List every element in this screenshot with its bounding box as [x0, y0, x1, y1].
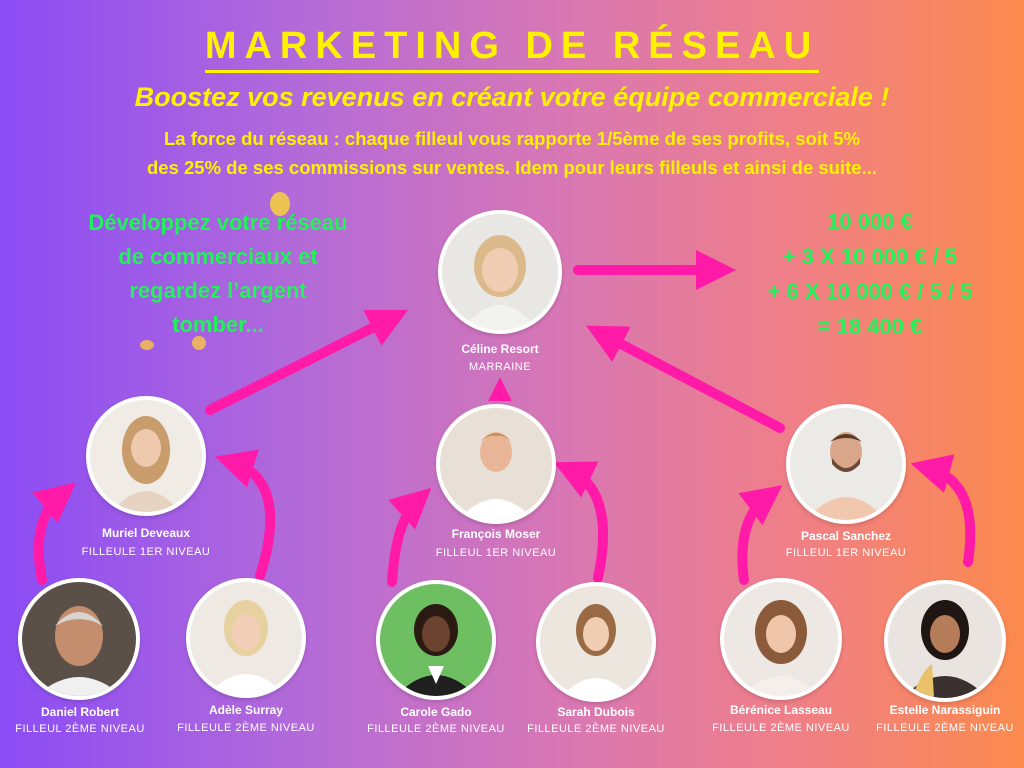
name-carole: Carole Gado: [400, 705, 472, 719]
avatar-francois: [436, 404, 556, 524]
person-icon: [458, 432, 534, 520]
earnings-calculation: 10 000 € + 3 X 10 000 € / 5 + 6 X 10 000…: [740, 204, 1000, 344]
calc-line-3: + 6 X 10 000 € / 5 / 5: [767, 279, 973, 304]
calc-line-2: + 3 X 10 000 € / 5: [782, 244, 958, 269]
role-carole: FILLEULE 2ÈME NIVEAU: [367, 723, 505, 735]
role-sarah: FILLEULE 2ÈME NIVEAU: [527, 723, 665, 735]
curve-arrow-sarah: [553, 461, 608, 583]
arrow-down-left: [586, 325, 785, 433]
curve-arrow-berenice: [737, 485, 783, 585]
role-muriel: FILLEULE 1ER NIVEAU: [81, 546, 211, 558]
person-icon: [112, 416, 180, 512]
role-daniel: FILLEUL 2ÈME NIVEAU: [15, 723, 145, 735]
calc-line-4: = 18 400 €: [817, 314, 923, 339]
person-icon: [902, 600, 988, 698]
description-line-2: des 25% de ses commissions sur ventes. I…: [147, 157, 877, 178]
subtitle: Boostez vos revenus en créant votre équi…: [134, 82, 890, 112]
name-muriel: Muriel Deveaux: [101, 526, 191, 540]
coin-icon: [270, 192, 290, 216]
avatar-pascal: [786, 404, 906, 524]
avatar-carole: [376, 580, 496, 700]
name-pascal: Pascal Sanchez: [800, 529, 892, 543]
description: La force du réseau : chaque filleul vous…: [40, 124, 984, 182]
coin-icon: [140, 340, 154, 350]
person-icon: [742, 600, 820, 696]
name-celine: Céline Resort: [461, 342, 539, 356]
role-adele: FILLEULE 2ÈME NIVEAU: [177, 722, 315, 734]
person-icon: [208, 600, 284, 694]
coin-icon: [192, 336, 206, 350]
promo-line-1: Développez votre réseau: [88, 210, 348, 235]
role-pascal: FILLEUL 1ER NIVEAU: [785, 547, 907, 559]
arrow-up-right: [205, 309, 409, 415]
promo-line-3: regardez l’argent: [129, 278, 307, 303]
calc-line-1: 10 000 €: [827, 209, 913, 234]
name-francois: François Moser: [451, 527, 541, 541]
curve-arrow-estelle: [910, 454, 976, 567]
avatar-muriel: [86, 396, 206, 516]
role-celine: MARRAINE: [468, 361, 532, 373]
avatar-adele: [186, 578, 306, 698]
name-adele: Adèle Surray: [208, 703, 284, 717]
role-francois: FILLEUL 1ER NIVEAU: [435, 547, 557, 559]
avatar-sarah: [536, 582, 656, 702]
promo-line-4: tomber...: [172, 312, 264, 337]
promo-text: Développez votre réseau de commerciaux e…: [48, 206, 388, 342]
person-icon: [462, 235, 538, 330]
person-icon: [36, 606, 122, 696]
role-estelle: FILLEULE 2ÈME NIVEAU: [876, 722, 1014, 734]
title-text: MARKETING DE RÉSEAU: [204, 24, 820, 73]
role-berenice: FILLEULE 2ÈME NIVEAU: [712, 722, 850, 734]
person-icon: [806, 432, 886, 520]
avatar-berenice: [720, 578, 842, 700]
avatar-celine: [438, 210, 562, 334]
name-daniel: Daniel Robert: [40, 705, 119, 719]
page-title: MARKETING DE RÉSEAU: [0, 24, 1024, 73]
description-line-1: La force du réseau : chaque filleul vous…: [163, 128, 861, 149]
name-estelle: Estelle Narassiguin: [889, 703, 1001, 717]
name-sarah: Sarah Dubois: [557, 705, 635, 719]
curve-arrow-carole: [387, 487, 432, 587]
person-icon: [560, 604, 632, 698]
avatar-daniel: [18, 578, 140, 700]
curve-arrow-adele: [214, 449, 276, 581]
name-berenice: Bérénice Lasseau: [729, 703, 833, 717]
person-icon: [396, 604, 476, 696]
avatar-estelle: [884, 580, 1006, 702]
curve-arrow-daniel: [32, 482, 76, 585]
promo-line-2: de commerciaux et: [118, 244, 318, 269]
